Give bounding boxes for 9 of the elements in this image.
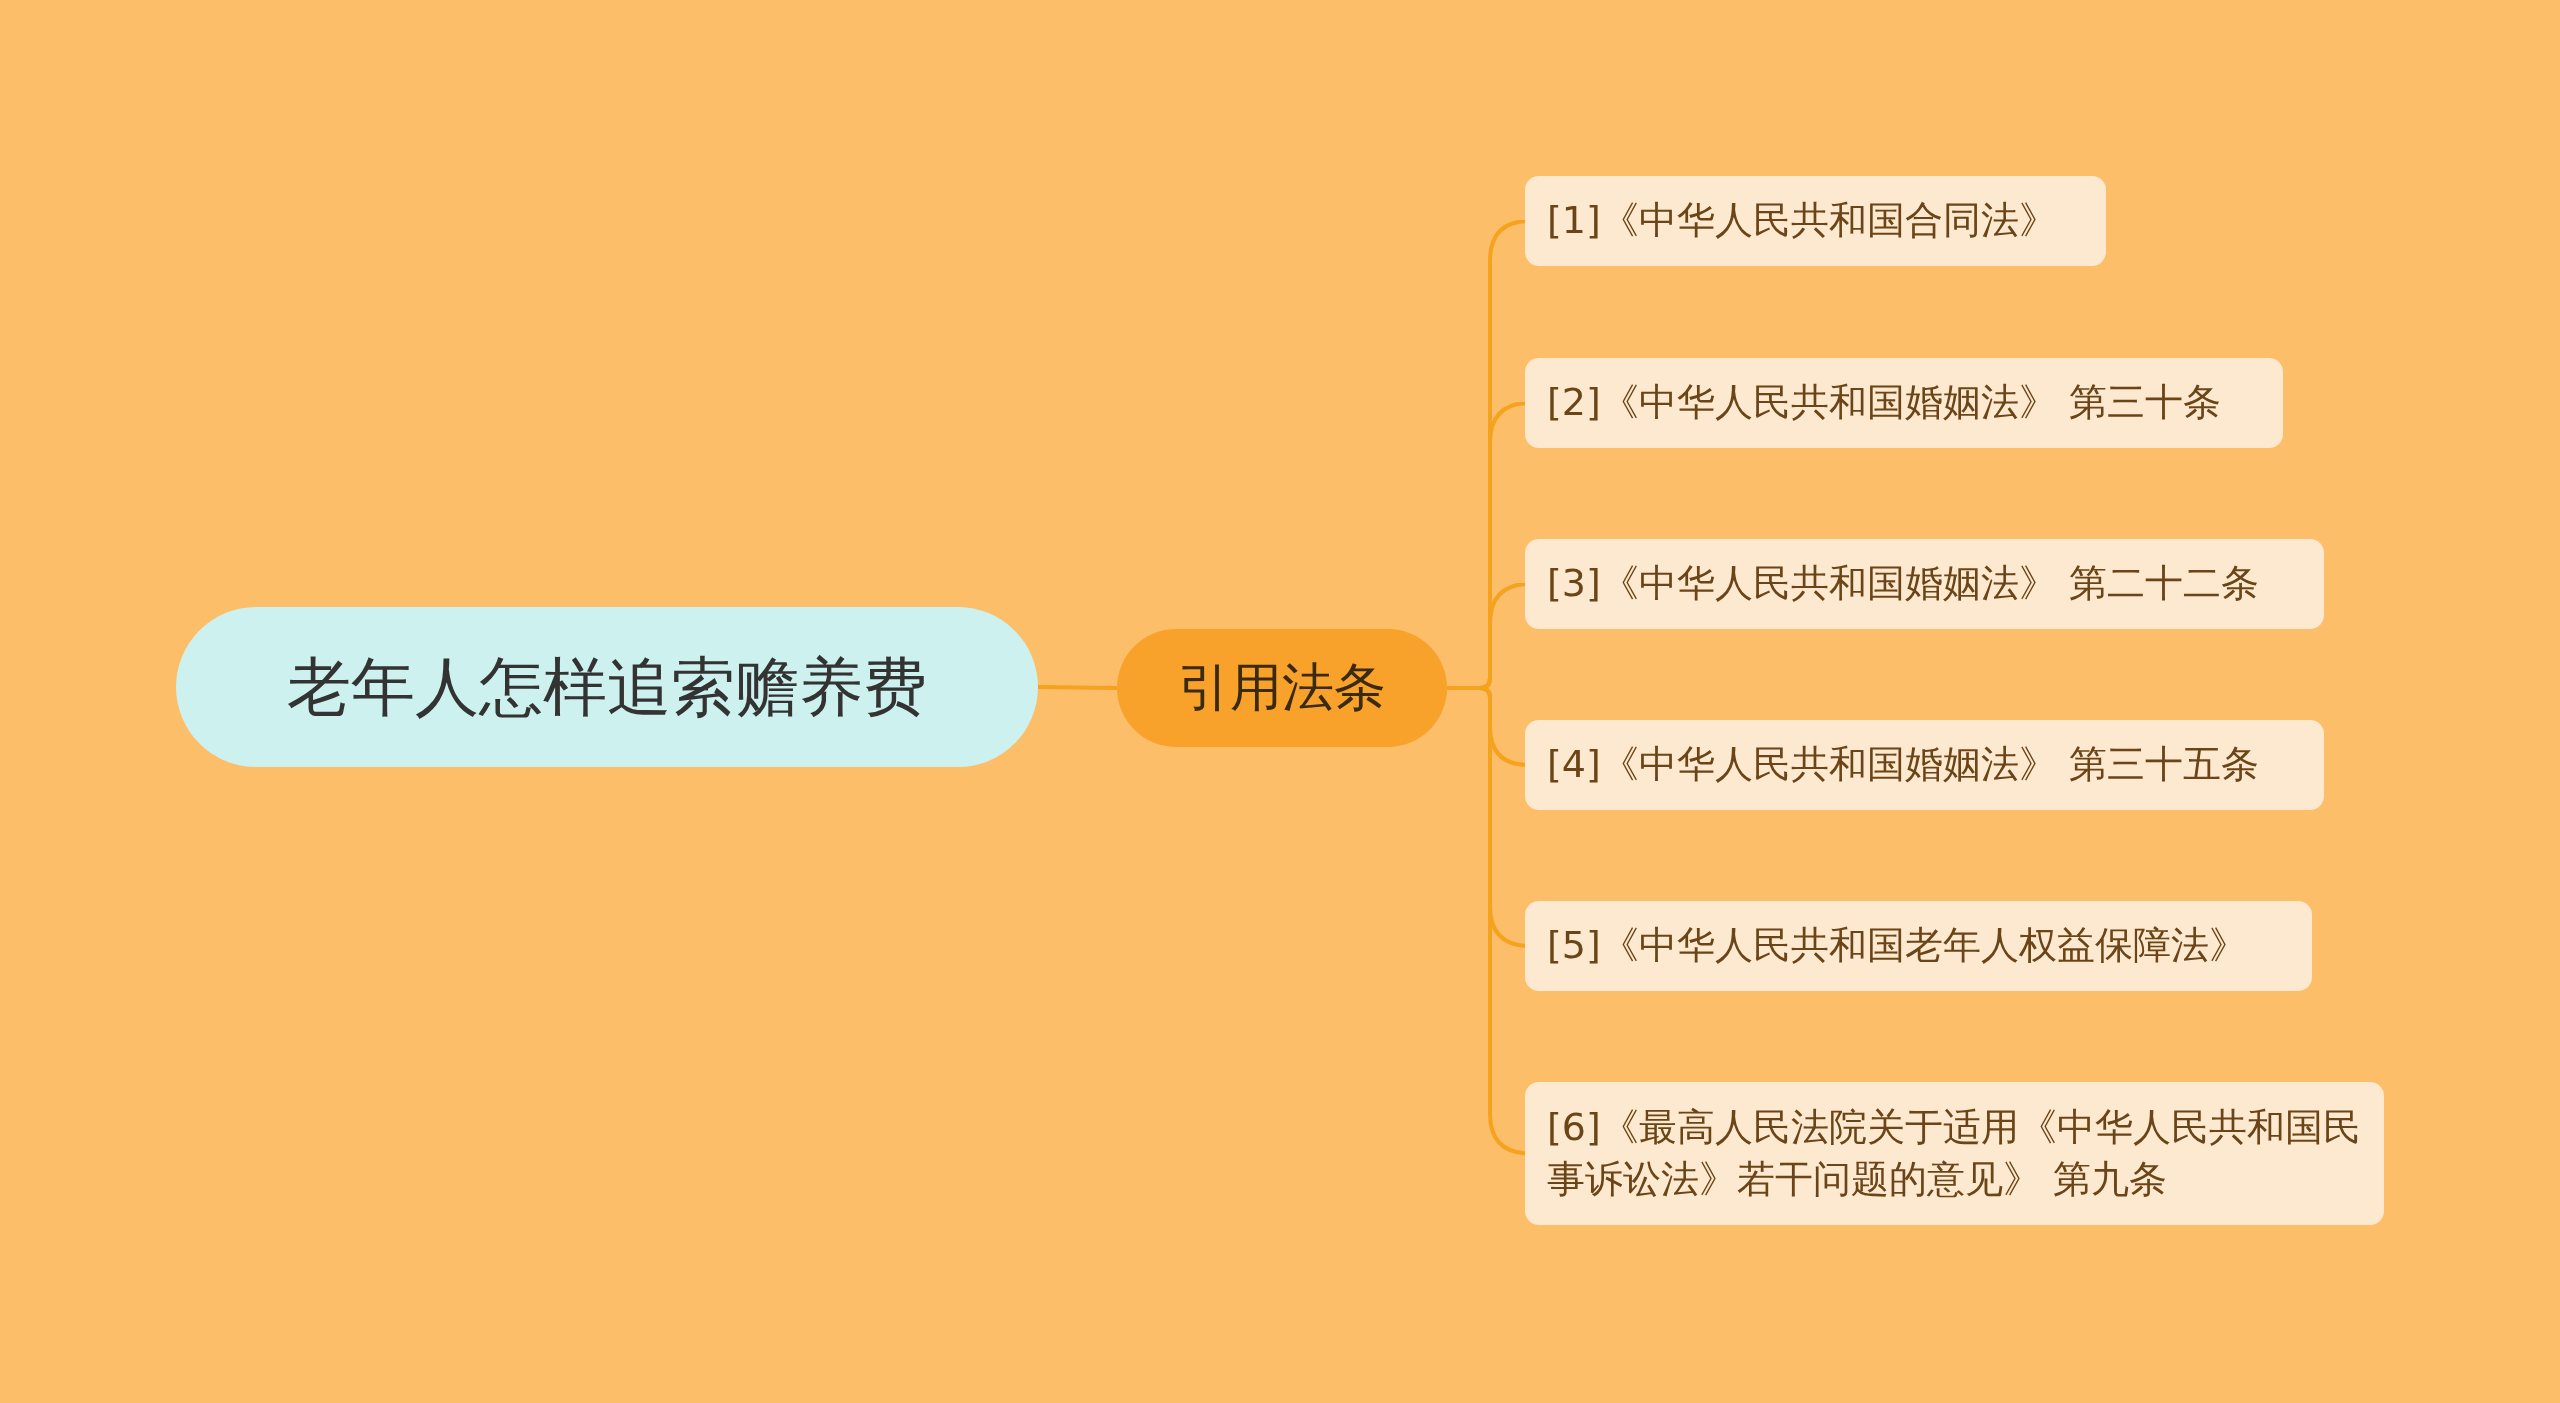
leaf-box: [5]《中华人民共和国老年人权益保障法》 — [1525, 901, 2312, 991]
leaf-box: [4]《中华人民共和国婚姻法》 第三十五条 — [1525, 720, 2324, 810]
topic-pill: 老年人怎样追索赡养费 — [176, 607, 1038, 767]
branch-pill: 引用法条 — [1117, 629, 1447, 747]
leaf-box: [6]《最高人民法院关于适用《中华人民共和国民事诉讼法》若干问题的意见》 第九条 — [1525, 1082, 2384, 1225]
leaf-box: [1]《中华人民共和国合同法》 — [1525, 176, 2106, 266]
leaf-box: [3]《中华人民共和国婚姻法》 第二十二条 — [1525, 539, 2324, 629]
connector-line — [1037, 685, 1118, 690]
leaf-box: [2]《中华人民共和国婚姻法》 第三十条 — [1525, 358, 2283, 448]
